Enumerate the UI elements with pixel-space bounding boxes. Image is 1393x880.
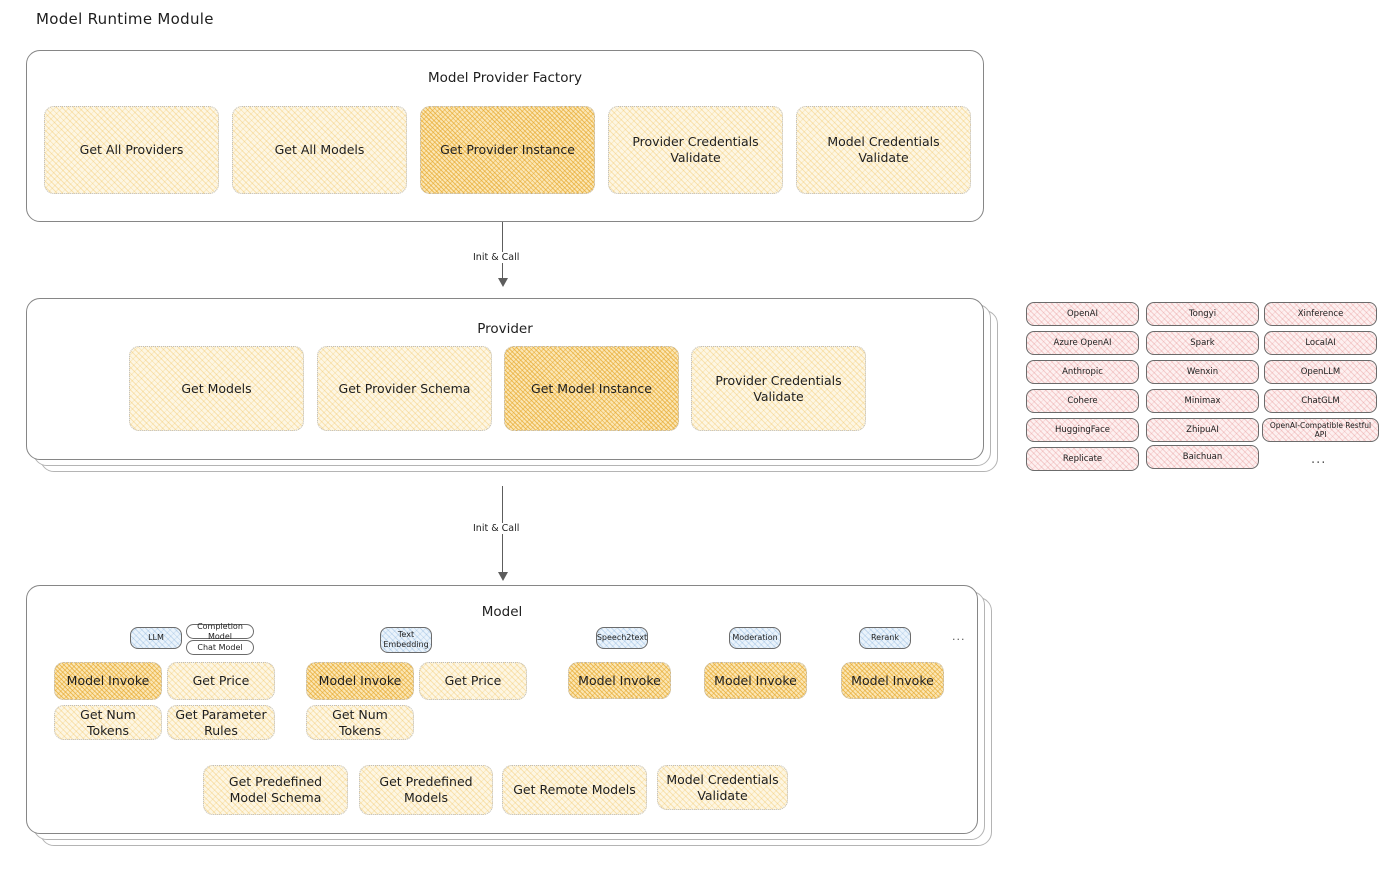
provider-chip-anthropic[interactable]: Anthropic (1026, 360, 1139, 384)
model-common-node-get-predefined-model-schema[interactable]: Get Predefined Model Schema (203, 765, 348, 815)
model-tag-speech2text[interactable]: Speech2text (596, 627, 648, 649)
model-moderation-node-model-invoke[interactable]: Model Invoke (704, 662, 807, 699)
model-tag-llm[interactable]: LLM (130, 627, 182, 649)
model-llm-node-get-num-tokens[interactable]: Get Num Tokens (54, 705, 162, 740)
arrow-factory-to-provider-label: Init & Call (469, 252, 524, 263)
provider-node-get-provider-schema[interactable]: Get Provider Schema (317, 346, 492, 431)
provider-chip-openllm[interactable]: OpenLLM (1264, 360, 1377, 384)
model-llm-node-model-invoke[interactable]: Model Invoke (54, 662, 162, 700)
model-text-embedding-node-get-price[interactable]: Get Price (419, 662, 527, 700)
arrow-provider-to-model-label: Init & Call (469, 523, 524, 534)
model-common-node-get-predefined-models[interactable]: Get Predefined Models (359, 765, 493, 815)
provider-chip-cohere[interactable]: Cohere (1026, 389, 1139, 413)
arrow-provider-to-model-head (497, 572, 508, 581)
provider-chip-zhipuai[interactable]: ZhipuAI (1146, 418, 1259, 442)
provider-chip-openai[interactable]: OpenAI (1026, 302, 1139, 326)
provider-chip-azure-openai[interactable]: Azure OpenAI (1026, 331, 1139, 355)
model-common-node-get-remote-models[interactable]: Get Remote Models (502, 765, 647, 815)
model-provider-factory-title: Model Provider Factory (427, 70, 582, 86)
model-llm-node-get-parameter-rules[interactable]: Get Parameter Rules (167, 705, 275, 740)
model-tag-text-embedding[interactable]: Text Embedding (380, 627, 432, 653)
factory-node-get-provider-instance[interactable]: Get Provider Instance (420, 106, 595, 194)
model-tag-rerank[interactable]: Rerank (859, 627, 911, 649)
provider-node-get-model-instance[interactable]: Get Model Instance (504, 346, 679, 431)
provider-chip-chatglm[interactable]: ChatGLM (1264, 389, 1377, 413)
provider-node-get-models[interactable]: Get Models (129, 346, 304, 431)
factory-node-model-credentials-validate[interactable]: Model Credentials Validate (796, 106, 971, 194)
factory-node-get-all-models[interactable]: Get All Models (232, 106, 407, 194)
provider-chip-tongyi[interactable]: Tongyi (1146, 302, 1259, 326)
provider-chip-openai-compatible-restful-api[interactable]: OpenAI-Compatible Restful API (1262, 418, 1379, 442)
model-llm-node-get-price[interactable]: Get Price (167, 662, 275, 700)
provider-chip-replicate[interactable]: Replicate (1026, 447, 1139, 471)
model-common-node-model-credentials-validate[interactable]: Model Credentials Validate (657, 765, 788, 810)
provider-node-provider-credentials-validate[interactable]: Provider Credentials Validate (691, 346, 866, 431)
model-tag-moderation[interactable]: Moderation (729, 627, 781, 649)
provider-title: Provider (477, 321, 533, 337)
model-rerank-node-model-invoke[interactable]: Model Invoke (841, 662, 944, 699)
provider-chip-huggingface[interactable]: HuggingFace (1026, 418, 1139, 442)
factory-node-provider-credentials-validate[interactable]: Provider Credentials Validate (608, 106, 783, 194)
provider-list-more-ellipsis: ... (1311, 452, 1327, 467)
provider-chip-localai[interactable]: LocalAI (1264, 331, 1377, 355)
provider-chip-minimax[interactable]: Minimax (1146, 389, 1259, 413)
provider-chip-wenxin[interactable]: Wenxin (1146, 360, 1259, 384)
model-speech2text-node-model-invoke[interactable]: Model Invoke (568, 662, 671, 699)
model-groups-more-ellipsis: ... (952, 630, 966, 643)
model-title: Model (481, 604, 523, 620)
model-text-embedding-node-get-num-tokens[interactable]: Get Num Tokens (306, 705, 414, 740)
model-text-embedding-node-model-invoke[interactable]: Model Invoke (306, 662, 414, 700)
model-subtag-chat-model[interactable]: Chat Model (186, 640, 254, 655)
provider-chip-xinference[interactable]: Xinference (1264, 302, 1377, 326)
factory-node-get-all-providers[interactable]: Get All Providers (44, 106, 219, 194)
page-title: Model Runtime Module (36, 10, 214, 28)
arrow-factory-to-provider-head (497, 278, 508, 287)
provider-chip-spark[interactable]: Spark (1146, 331, 1259, 355)
provider-chip-baichuan[interactable]: Baichuan (1146, 445, 1259, 469)
model-subtag-completion-model[interactable]: Completion Model (186, 622, 254, 641)
